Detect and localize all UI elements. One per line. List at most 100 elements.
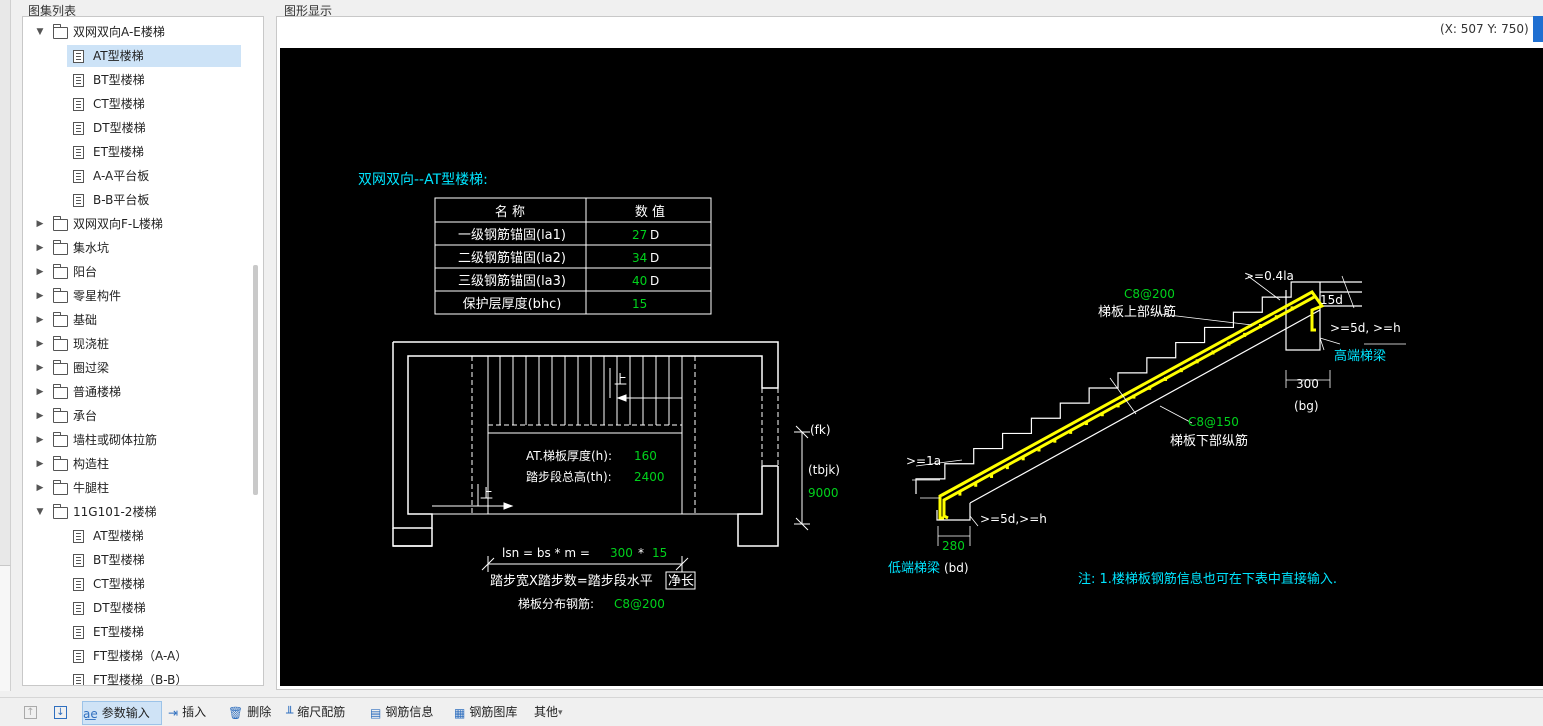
toolbar-lib-button[interactable]: ▦钢筋图库: [454, 701, 526, 723]
expand-arrow-icon[interactable]: ▼: [36, 507, 44, 517]
collapse-arrow-icon[interactable]: ▶: [36, 339, 44, 349]
side-tab-button[interactable]: [1533, 16, 1543, 42]
tree-doc-item[interactable]: FT型楼梯（B-B）: [67, 669, 241, 685]
tree-folder-item[interactable]: ▶ 集水坑: [23, 237, 261, 259]
toolbar-info-button[interactable]: ▤钢筋信息: [370, 701, 442, 723]
tree-folder-item[interactable]: ▼双网双向A-E楼梯: [23, 21, 261, 43]
tree-item-label: 墙柱或砌体拉筋: [73, 433, 158, 447]
tree-folder-item[interactable]: ▶普通楼梯: [23, 381, 261, 403]
collapse-arrow-icon[interactable]: ▶: [36, 459, 44, 469]
document-icon: [73, 554, 84, 567]
drawing-note: 注: 1.楼梯板钢筋信息也可在下表中直接输入.: [1078, 571, 1337, 587]
high-beam-width: 300: [1296, 377, 1319, 391]
toolbar-other-button[interactable]: 其他▾: [534, 701, 576, 723]
tree-folder-item[interactable]: ▶现浇桩: [23, 333, 261, 355]
tree-folder-item[interactable]: ▶ 墙柱或砌体拉筋: [23, 429, 261, 451]
toolbar-up-button[interactable]: ↑: [24, 701, 44, 723]
tree-folder-item[interactable]: ▼11G101-2楼梯: [23, 501, 261, 523]
collapse-arrow-icon[interactable]: ▶: [36, 219, 44, 229]
low-beam-bd: (bd): [944, 561, 969, 575]
folder-icon: [53, 240, 68, 255]
distribution-bar-dot: [1195, 359, 1199, 364]
tree-item-label: 圈过梁: [73, 361, 110, 375]
table-row-value: 15: [632, 297, 647, 311]
tree-folder-item[interactable]: ▶承台: [23, 405, 261, 427]
toolbar-label: 插入: [182, 705, 207, 719]
lsn-boxed-frame: [665, 571, 696, 590]
tree-folder-item[interactable]: ▶ 零星构件: [23, 285, 261, 307]
tree-folder-item[interactable]: ▶ 圈过梁: [23, 357, 261, 379]
tree-doc-item[interactable]: BT型楼梯: [67, 549, 241, 571]
rebar-lines: [938, 290, 1325, 520]
tree-doc-item[interactable]: ET型楼梯: [67, 141, 241, 163]
tree-folder-item[interactable]: ▶基础: [23, 309, 261, 331]
tree-doc-item[interactable]: ET型楼梯: [67, 621, 241, 643]
thickness-label: AT.梯板厚度(h):: [526, 448, 612, 463]
folder-icon: [53, 480, 68, 495]
stair-section-outline: [936, 281, 1362, 521]
tree-item-label: 零星构件: [73, 289, 122, 303]
collapse-arrow-icon[interactable]: ▶: [36, 243, 44, 253]
distribution-bar-dots: [958, 306, 1294, 496]
collapse-arrow-icon[interactable]: ▶: [36, 267, 44, 277]
tree-doc-item[interactable]: CT型楼梯: [67, 573, 241, 595]
expand-arrow-icon[interactable]: ▼: [36, 27, 44, 37]
lsn-m-value: 15: [652, 546, 667, 560]
collapse-arrow-icon[interactable]: ▶: [36, 387, 44, 397]
tree-folder-item[interactable]: ▶ 阳台: [23, 261, 261, 283]
tree-doc-item[interactable]: DT型楼梯: [67, 597, 241, 619]
tree-doc-item[interactable]: AT型楼梯: [67, 525, 241, 547]
tree-item-label: FT型楼梯（A-A）: [93, 649, 188, 663]
plan-inner-lines: [432, 356, 779, 515]
collapse-arrow-icon[interactable]: ▶: [36, 291, 44, 301]
folder-icon: [53, 216, 68, 231]
collapse-arrow-icon[interactable]: ▶: [36, 435, 44, 445]
tree-folder-item[interactable]: ▶构造柱: [23, 453, 261, 475]
folder-icon: [53, 360, 68, 375]
plan-up-label-2: 上: [480, 487, 493, 502]
distribution-bar-dot: [1069, 429, 1073, 434]
document-icon: [73, 146, 84, 159]
toolbar-label: 钢筋图库: [469, 705, 518, 719]
collapse-arrow-icon[interactable]: ▶: [36, 363, 44, 373]
collapse-arrow-icon[interactable]: ▶: [36, 315, 44, 325]
arrow-down-icon: ↓: [54, 706, 67, 719]
tree-scrollbar[interactable]: [253, 265, 258, 495]
toolbar-label: 钢筋信息: [385, 705, 434, 719]
toolbar-scale-button[interactable]: ╨缩尺配筋: [286, 701, 358, 723]
distribution-rebar-label: 梯板分布钢筋:: [518, 596, 594, 611]
height-value: 2400: [634, 470, 665, 484]
folder-icon: [53, 264, 68, 279]
atlas-list-title: 图集列表: [28, 4, 77, 18]
tree-item-label: 阳台: [73, 265, 98, 279]
tree-item-label: 集水坑: [73, 241, 110, 255]
tree-doc-item[interactable]: B-B平台板: [67, 189, 241, 211]
lsn-description-boxed: 净长: [668, 574, 694, 589]
tree-doc-item[interactable]: A-A平台板: [67, 165, 241, 187]
tree-folder-item[interactable]: ▶牛腿柱: [23, 477, 261, 499]
distribution-bar-dot: [1100, 412, 1104, 417]
collapse-arrow-icon[interactable]: ▶: [36, 411, 44, 421]
width-value: 9000: [808, 486, 839, 500]
table-row-unit: D: [650, 228, 659, 242]
tree-doc-item[interactable]: DT型楼梯: [67, 117, 241, 139]
tree-doc-item[interactable]: BT型楼梯: [67, 69, 241, 91]
canvas-background: [280, 48, 1543, 686]
tree-folder-item[interactable]: ▶ 双网双向F-L楼梯: [23, 213, 261, 235]
collapse-arrow-icon[interactable]: ▶: [36, 483, 44, 493]
table-row-name: 三级钢筋锚固(la3): [458, 273, 566, 289]
folder-icon: [53, 432, 68, 447]
insert-icon: ⇥: [168, 705, 179, 720]
tree-doc-item[interactable]: FT型楼梯（A-A）: [67, 645, 241, 667]
tree-doc-item[interactable]: AT型楼梯: [67, 45, 241, 67]
tree-item-label: 双网双向F-L楼梯: [73, 217, 163, 231]
arrow-up-icon: ↑: [24, 706, 37, 719]
tree-doc-item[interactable]: CT型楼梯: [67, 93, 241, 115]
toolbar-insert-button[interactable]: ⇥插入: [168, 701, 218, 723]
toolbar-delete-button[interactable]: 🗑删除: [228, 701, 278, 723]
toolbar-down-button[interactable]: ↓: [54, 701, 74, 723]
